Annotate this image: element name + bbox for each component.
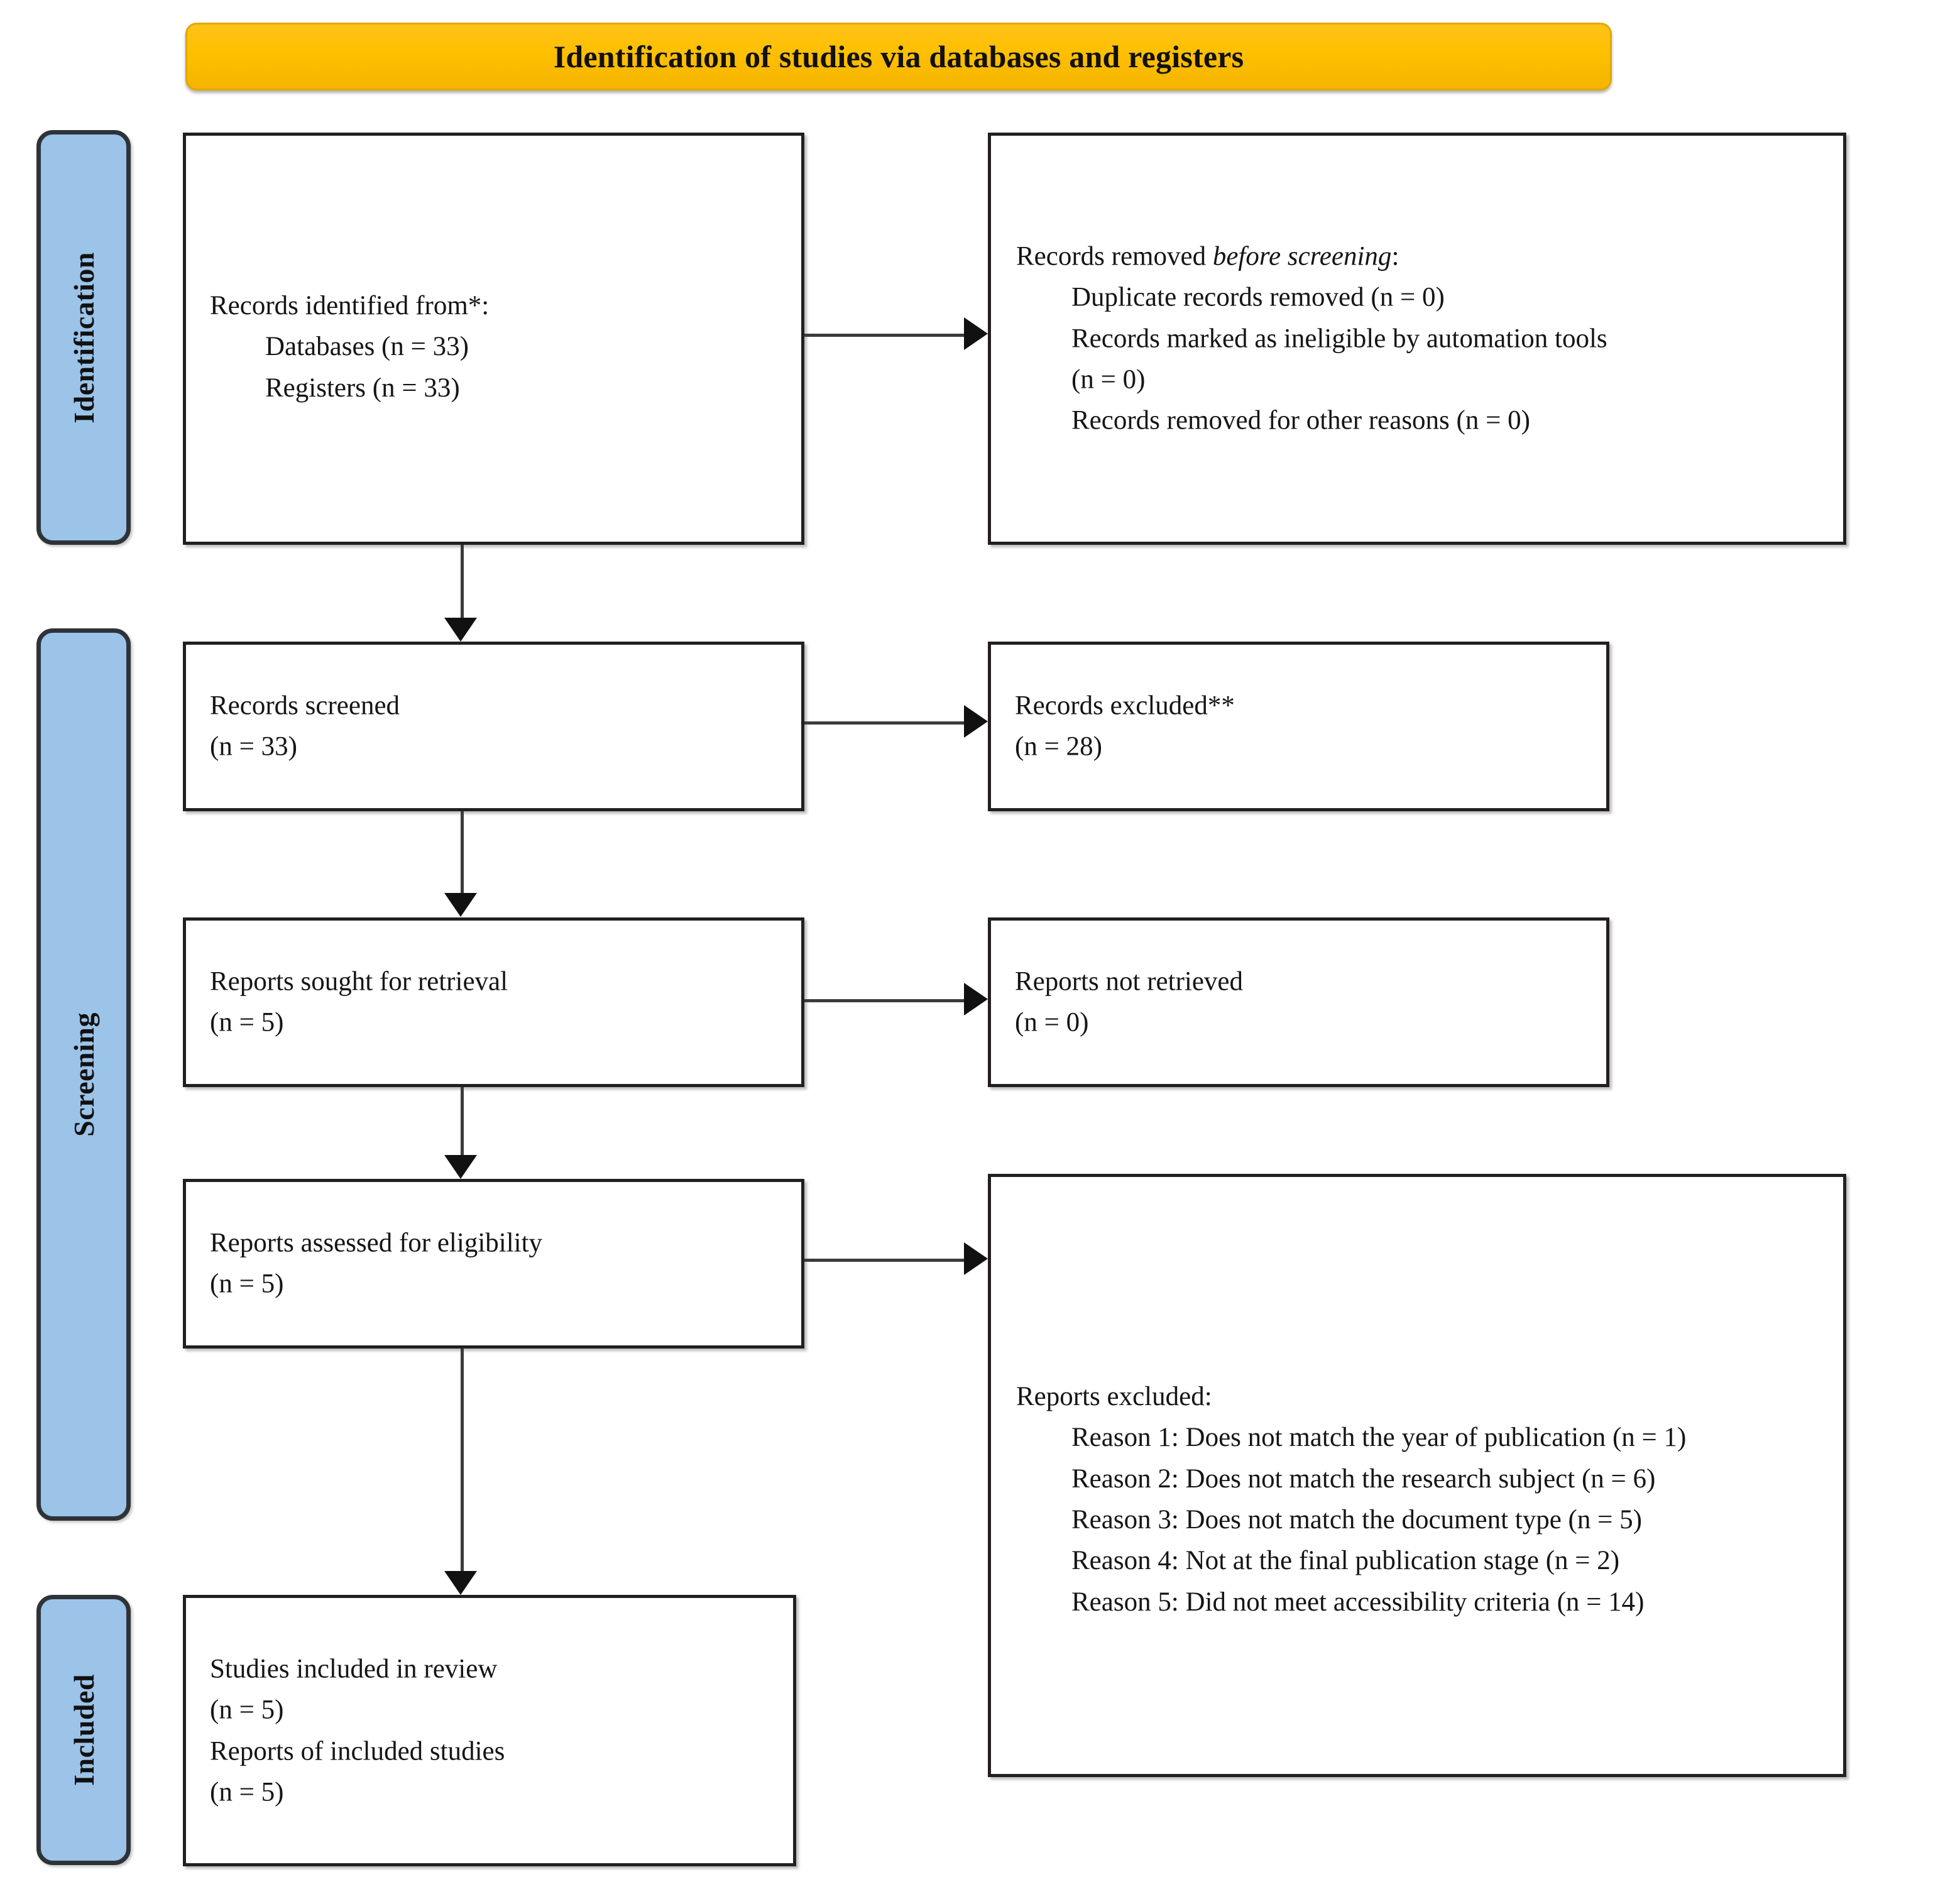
reports-excluded-reason-4: Reason 4: Not at the final publication s… [1071, 1546, 1620, 1576]
records-removed-automation: Records marked as ineligible by automati… [1071, 324, 1607, 354]
stage-band-included: Included [36, 1595, 131, 1865]
reports-not-retrieved-label: Reports not retrieved [1015, 966, 1244, 997]
arrow-right-icon-assessed-to-reports-excluded [964, 1242, 988, 1275]
reports-included-count: (n = 5) [210, 1777, 284, 1807]
box-reports-excluded-reasons: Reports excluded: Reason 1: Does not mat… [988, 1174, 1846, 1777]
reports-excluded-reason-1: Reason 1: Does not match the year of pub… [1071, 1423, 1687, 1453]
records-removed-automation-count: (n = 0) [1071, 364, 1146, 395]
records-removed-other: Records removed for other reasons (n = 0… [1071, 406, 1530, 436]
box-studies-included-content: Studies included in review (n = 5) Repor… [210, 1648, 777, 1812]
stage-label-included: Included [67, 1674, 100, 1786]
box-records-removed: Records removed before screening: Duplic… [988, 133, 1846, 545]
box-records-screened-content: Records screened (n = 33) [210, 686, 785, 768]
box-reports-assessed-content: Reports assessed for eligibility (n = 5) [210, 1223, 785, 1305]
stage-label-screening: Screening [67, 1012, 100, 1137]
records-removed-heading-post: : [1391, 241, 1399, 271]
banner-title: Identification of studies via databases … [553, 39, 1244, 74]
box-reports-not-retrieved-content: Reports not retrieved (n = 0) [1015, 961, 1590, 1044]
stage-label-identification: Identification [67, 251, 100, 424]
arrow-right-icon-screened-to-excluded [964, 705, 988, 738]
box-records-identified-content: Records identified from*: Databases (n =… [210, 285, 785, 408]
stage-band-identification: Identification [36, 130, 131, 545]
records-identified-databases: Databases (n = 33) [265, 332, 469, 362]
box-reports-sought-content: Reports sought for retrieval (n = 5) [210, 961, 785, 1044]
reports-excluded-reason-3: Reason 3: Does not match the document ty… [1071, 1505, 1642, 1535]
box-records-excluded: Records excluded** (n = 28) [988, 642, 1609, 811]
records-removed-heading-italic: before screening [1212, 241, 1392, 271]
reports-assessed-count: (n = 5) [210, 1269, 284, 1299]
connector-identified-to-removed [804, 334, 964, 337]
connector-sought-to-assessed [461, 1087, 464, 1155]
records-screened-label: Records screened [210, 691, 400, 721]
arrow-down-icon-identified-to-screened [444, 618, 477, 642]
studies-included-label: Studies included in review [210, 1654, 498, 1684]
connector-assessed-to-included [461, 1349, 464, 1571]
studies-included-count: (n = 5) [210, 1695, 284, 1725]
connector-assessed-to-reports-excluded [804, 1259, 964, 1262]
reports-included-label: Reports of included studies [210, 1736, 505, 1766]
reports-sought-label: Reports sought for retrieval [210, 966, 508, 997]
arrow-down-icon-assessed-to-included [444, 1571, 477, 1595]
arrow-down-icon-screened-to-sought [444, 893, 477, 917]
box-reports-sought: Reports sought for retrieval (n = 5) [183, 917, 804, 1087]
box-records-identified: Records identified from*: Databases (n =… [183, 133, 804, 545]
connector-identified-to-screened [461, 545, 464, 618]
reports-excluded-reason-5: Reason 5: Did not meet accessibility cri… [1071, 1587, 1645, 1617]
reports-not-retrieved-count: (n = 0) [1015, 1008, 1089, 1037]
reports-sought-count: (n = 5) [210, 1008, 284, 1037]
arrow-right-icon-identified-to-removed [964, 317, 988, 350]
box-records-excluded-content: Records excluded** (n = 28) [1015, 686, 1590, 768]
box-reports-not-retrieved: Reports not retrieved (n = 0) [988, 917, 1609, 1087]
records-excluded-count: (n = 28) [1015, 732, 1102, 762]
reports-excluded-heading: Reports excluded: [1016, 1381, 1212, 1411]
box-reports-assessed: Reports assessed for eligibility (n = 5) [183, 1179, 804, 1349]
box-records-removed-content: Records removed before screening: Duplic… [1016, 236, 1829, 442]
box-reports-excluded-content: Reports excluded: Reason 1: Does not mat… [1016, 1376, 1832, 1623]
records-excluded-label: Records excluded** [1015, 691, 1235, 721]
box-studies-included: Studies included in review (n = 5) Repor… [183, 1595, 796, 1866]
box-records-screened: Records screened (n = 33) [183, 642, 804, 811]
connector-screened-to-excluded [804, 721, 964, 725]
stage-band-screening: Screening [36, 628, 131, 1521]
records-removed-heading-pre: Records removed [1016, 241, 1213, 271]
records-screened-count: (n = 33) [210, 732, 297, 762]
records-identified-heading: Records identified from*: [210, 290, 490, 320]
records-identified-registers: Registers (n = 33) [265, 373, 460, 403]
diagram-header-banner: Identification of studies via databases … [185, 23, 1612, 90]
connector-sought-to-not-retrieved [804, 999, 964, 1002]
reports-excluded-reason-2: Reason 2: Does not match the research su… [1071, 1464, 1656, 1494]
arrow-right-icon-sought-to-not-retrieved [964, 983, 988, 1015]
reports-assessed-label: Reports assessed for eligibility [210, 1228, 543, 1258]
arrow-down-icon-sought-to-assessed [444, 1155, 477, 1179]
records-removed-heading: Records removed before screening: [1016, 236, 1829, 277]
connector-screened-to-sought [461, 811, 464, 893]
records-removed-duplicates: Duplicate records removed (n = 0) [1071, 282, 1445, 312]
